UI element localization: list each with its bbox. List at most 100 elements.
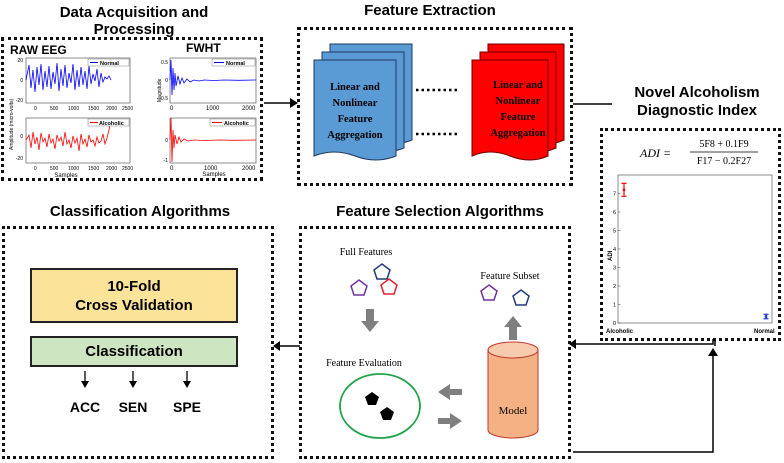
- fwht-alcoholic-legend-text: Alcoholic: [224, 121, 249, 127]
- raw-x-tick-3: 1500: [88, 166, 99, 172]
- raw-alcoholic-legend: [87, 118, 130, 127]
- blue-doc-line3: Feature: [338, 114, 373, 125]
- raw-alcoholic-signal: [25, 119, 112, 152]
- full-features-label: Full Features: [340, 247, 393, 258]
- fwht-normal-legend: [211, 58, 256, 67]
- raw-x-tick-0: 0: [34, 166, 37, 172]
- pentagon-red-full: [380, 278, 398, 295]
- pentagon-blue-full: [373, 263, 391, 280]
- adi-ylabel: ADI: [608, 250, 614, 261]
- adi-y-tick-label: 7: [613, 192, 616, 198]
- acquisition-title-line2: Processing: [93, 21, 175, 38]
- raw-bottom-tick-1: -20: [16, 156, 23, 162]
- adi-y-tick-label: 5: [613, 229, 616, 235]
- adi-box: [600, 128, 781, 341]
- arrow-adi-to-selection: [569, 339, 714, 349]
- feature-selection-box: [299, 226, 571, 459]
- raw-x-tick-top-2: 1000: [68, 106, 79, 112]
- raw-top-tick-0: 20: [17, 58, 23, 64]
- feature-subset-label: Feature Subset: [480, 271, 539, 282]
- fwht-alcoholic-signal: [169, 117, 257, 163]
- fwht-top-x-tick-2: 2000: [242, 106, 256, 112]
- red-doc-line3: Feature: [501, 112, 536, 123]
- model-cylinder-top: [487, 341, 539, 359]
- fwht-alcoholic-legend: [209, 118, 256, 127]
- raw-bottom-tick-0: 0: [20, 134, 23, 140]
- arrow-acq-to-extraction: [264, 98, 298, 108]
- cv-line2: Cross Validation: [75, 296, 193, 314]
- adi-y-tick-label: 0: [613, 321, 616, 327]
- feature-selection-panel: Full Features Feature Subset Feature Eva…: [326, 247, 540, 439]
- fwht-bottom-x-tick-1: 1000: [204, 166, 218, 172]
- raw-x-tick-top-5: 2500: [122, 106, 133, 112]
- arrow-selection-to-classification: [273, 341, 300, 351]
- feature-extraction-box: [297, 27, 573, 186]
- raw-normal-legend-text: Normal: [100, 61, 119, 67]
- pentagon-purple-full: [350, 279, 368, 296]
- acquisition-title-line1: Data Acquisition and: [59, 4, 209, 21]
- blue-doc-line1: Linear and: [330, 82, 380, 93]
- raw-x-tick-top-0: 0: [34, 106, 37, 112]
- adi-x-label-normal: Normal: [754, 329, 775, 335]
- classification-box: [2, 226, 274, 459]
- pentagon-black-1: [365, 392, 379, 405]
- fwht-bottom-tick-1: -1: [164, 158, 169, 164]
- adi-point-normal: [764, 315, 768, 318]
- raw-eeg-label: RAW EEG: [10, 43, 67, 57]
- metric-sen: SEN: [118, 399, 148, 415]
- arrow-selection-to-adi: [573, 348, 718, 453]
- fwht-bottom-tick-0: 0: [165, 138, 168, 144]
- fwht-label: FWHT: [186, 41, 221, 55]
- model-cylinder: [487, 350, 539, 439]
- arrow-adi-down: [714, 340, 716, 346]
- adi-chart-frame: [617, 174, 773, 324]
- adi-y-tick-label: 6: [613, 210, 616, 216]
- raw-x-tick-4: 2000: [106, 166, 117, 172]
- acquisition-title: Data Acquisition and Processing: [24, 4, 244, 38]
- raw-x-tick-2: 1000: [68, 166, 79, 172]
- fwht-bottom-x-tick-2: 2000: [242, 166, 256, 172]
- raw-normal-legend: [87, 58, 130, 67]
- arrow-to-sen: [129, 371, 137, 388]
- adi-y-tick-label: 2: [613, 284, 616, 290]
- fwht-top-x-tick-0: 0: [170, 106, 174, 112]
- red-doc-line2: Nonlinear: [496, 96, 541, 107]
- novel-title-line1: Novel Alcoholism: [634, 84, 760, 101]
- evaluation-circle: [339, 373, 421, 439]
- fwht-bottom-x-tick-0: 0: [170, 166, 174, 172]
- fwht-top-tick-0: 0.5: [161, 60, 168, 66]
- fwht-xlabel: Samples: [202, 172, 225, 178]
- classification-label: Classification: [85, 343, 183, 360]
- acquisition-panel: RAW EEG FWHT Normal 20 0 -20 0 500 1000 …: [9, 41, 257, 178]
- blue-doc-line4: Aggregation: [327, 130, 382, 141]
- fwht-top-tick-1: 0: [165, 78, 168, 84]
- metric-arrows: [81, 371, 191, 388]
- novel-index-title: Novel Alcoholism Diagnostic Index: [612, 84, 782, 120]
- adi-formula-numerator: 5F8 + 0.1F9: [699, 139, 748, 150]
- adi-formula-denominator: F17 − 0.2F27: [697, 156, 751, 167]
- arrow-down-gray: [361, 309, 379, 332]
- red-doc-front: [471, 59, 549, 161]
- adi-y-tick-label: 4: [613, 247, 616, 253]
- cross-validation-box: 10-Fold Cross Validation: [30, 268, 238, 323]
- raw-x-tick-1: 500: [50, 166, 59, 172]
- raw-xlabel: Samples: [54, 173, 77, 178]
- pentagon-black-2: [380, 407, 394, 420]
- red-doc-line4: Aggregation: [490, 128, 545, 139]
- red-doc-line1: Linear and: [493, 80, 543, 91]
- raw-x-tick-top-4: 2000: [106, 106, 117, 112]
- pentagon-purple-subset: [480, 284, 498, 301]
- arrow-extraction-to-adi: [573, 103, 612, 105]
- classification-algorithms-title: Classification Algorithms: [49, 203, 231, 220]
- adi-panel: ADI = 5F8 + 0.1F9 F17 − 0.2F27 ADI 01234…: [606, 139, 775, 335]
- adi-formula-lhs: ADI =: [639, 146, 671, 160]
- feature-selection-title: Feature Selection Algorithms: [336, 203, 544, 220]
- novel-title-line2: Diagnostic Index: [636, 102, 758, 119]
- pentagon-blue-subset: [512, 289, 530, 306]
- fwht-normal-signal: [169, 59, 257, 96]
- fwht-normal-legend-text: Normal: [226, 61, 245, 67]
- model-label: Model: [499, 405, 528, 417]
- raw-alcoholic-legend-text: Alcoholic: [99, 121, 124, 127]
- cv-line1: 10-Fold: [107, 277, 161, 295]
